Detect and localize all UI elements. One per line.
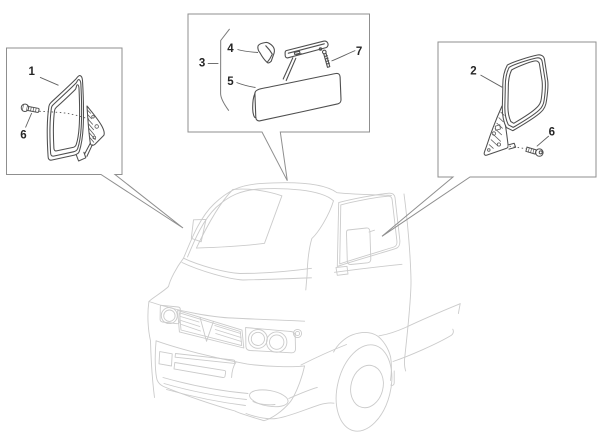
svg-text:2: 2 [470,65,476,77]
svg-text:5: 5 [227,76,234,88]
svg-text:6: 6 [20,129,26,141]
svg-text:4: 4 [227,43,234,55]
svg-text:3: 3 [199,58,205,70]
svg-text:6: 6 [549,126,555,138]
svg-text:1: 1 [28,66,35,78]
svg-text:7: 7 [356,46,362,58]
